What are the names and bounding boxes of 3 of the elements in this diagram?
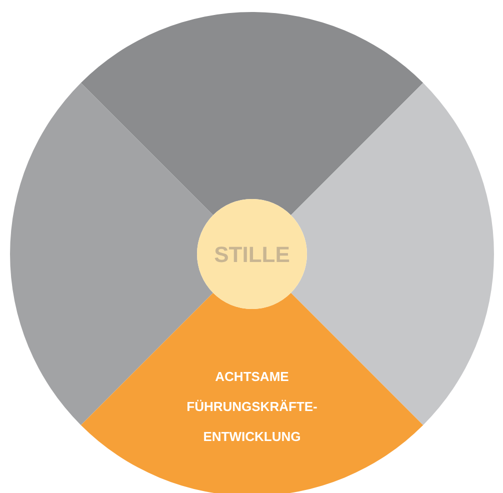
wedge-segment: [80, 292, 424, 493]
wedge-segment: [80, 12, 424, 216]
segment-label: ACHTSAME FÜHRUNGSKRÄFTE- ENTWICKLUNG: [186, 368, 318, 446]
